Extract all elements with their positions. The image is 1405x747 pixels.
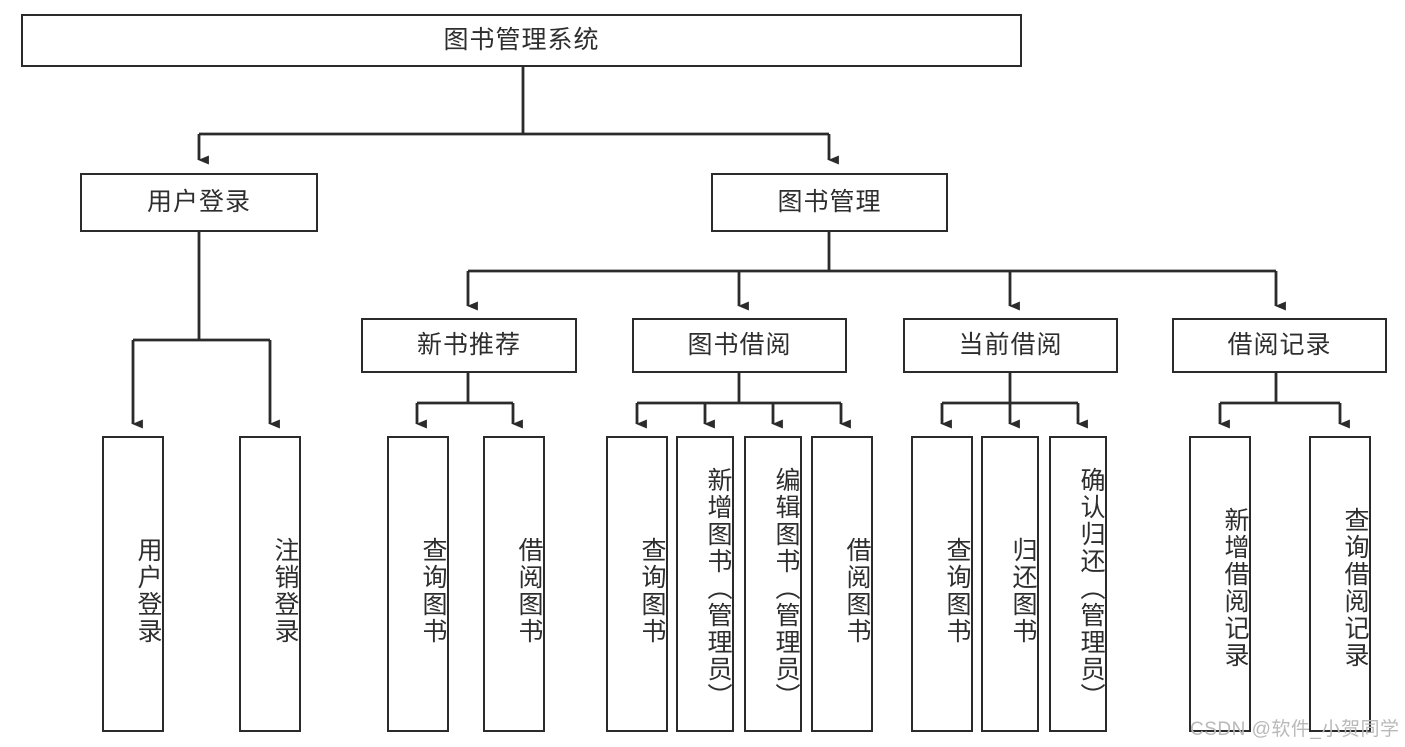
leaf-query-book-2[interactable]: 查询图书 — [606, 436, 668, 732]
leaf-add-book[interactable]: 新增图书（管理员） — [676, 436, 734, 732]
node-user-login[interactable]: 用户登录 — [80, 173, 318, 232]
leaf-edit-book[interactable]: 编辑图书（管理员） — [744, 436, 802, 732]
leaf-query-book-1[interactable]: 查询图书 — [387, 436, 449, 732]
node-label: 借阅图书 — [515, 537, 543, 645]
node-borrow-records[interactable]: 借阅记录 — [1172, 318, 1387, 373]
node-current-borrow[interactable]: 当前借阅 — [903, 318, 1118, 373]
leaf-borrow-book-1[interactable]: 借阅图书 — [483, 436, 545, 732]
node-book-borrow[interactable]: 图书借阅 — [632, 318, 847, 373]
node-label: 用户登录 — [146, 187, 251, 216]
node-new-book-recommend[interactable]: 新书推荐 — [361, 318, 577, 373]
node-label: 注销登录 — [271, 537, 299, 645]
leaf-query-book-3[interactable]: 查询图书 — [911, 436, 973, 732]
node-label: 借阅记录 — [1227, 330, 1332, 359]
node-label: 图书借阅 — [687, 330, 792, 359]
node-label: 图书管理 — [777, 187, 882, 216]
leaf-user-login[interactable]: 用户登录 — [102, 436, 164, 732]
node-label: 归还图书 — [1009, 537, 1037, 645]
node-label: 新增借阅记录 — [1221, 507, 1249, 669]
node-label: 新书推荐 — [416, 330, 521, 359]
node-label: 查询借阅记录 — [1341, 507, 1369, 669]
leaf-return-book[interactable]: 归还图书 — [981, 436, 1039, 732]
node-label: 借阅图书 — [843, 537, 871, 645]
leaf-borrow-book-2[interactable]: 借阅图书 — [811, 436, 873, 732]
node-label: 用户登录 — [134, 537, 162, 645]
node-label: 当前借阅 — [958, 330, 1063, 359]
leaf-confirm-return[interactable]: 确认归还（管理员） — [1049, 436, 1107, 732]
node-book-management[interactable]: 图书管理 — [711, 173, 948, 232]
node-root[interactable]: 图书管理系统 — [21, 14, 1022, 67]
node-label: 图书管理系统 — [443, 25, 600, 54]
node-label: 查询图书 — [419, 537, 447, 645]
leaf-query-borrow-record[interactable]: 查询借阅记录 — [1309, 436, 1371, 732]
node-label: 查询图书 — [638, 537, 666, 645]
csdn-watermark: CSDN @软件_小贺同学 — [1190, 719, 1400, 740]
leaf-add-borrow-record[interactable]: 新增借阅记录 — [1189, 436, 1251, 732]
node-label: 新增图书（管理员） — [704, 466, 732, 710]
node-label: 确认归还（管理员） — [1077, 466, 1105, 710]
node-label: 查询图书 — [943, 537, 971, 645]
leaf-user-logout[interactable]: 注销登录 — [239, 436, 301, 732]
node-label: 编辑图书（管理员） — [772, 466, 800, 710]
